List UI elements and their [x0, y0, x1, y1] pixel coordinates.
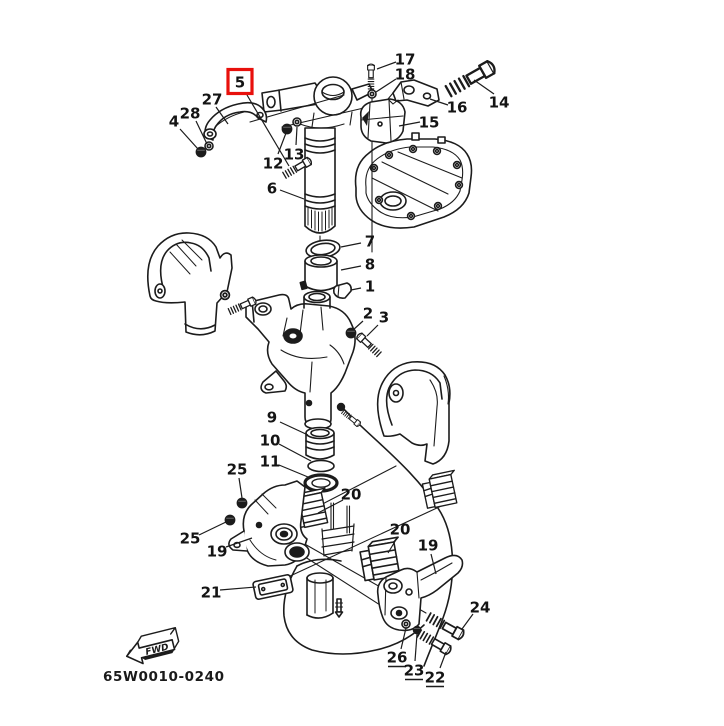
callout-15[interactable]: 15 — [419, 114, 440, 132]
grommet-small — [336, 402, 346, 412]
callout-27[interactable]: 27 — [202, 91, 223, 109]
leader-line-8 — [340, 265, 362, 271]
leader-line-14 — [473, 79, 495, 95]
leader-line-23 — [414, 633, 418, 662]
grommet-12 — [281, 123, 293, 135]
callout-7[interactable]: 7 — [365, 233, 375, 251]
callout-16[interactable]: 16 — [447, 99, 468, 117]
washer-18 — [367, 89, 377, 99]
leader-line-19 — [225, 537, 253, 548]
leader-line-5 — [246, 94, 290, 167]
callout-24[interactable]: 24 — [470, 599, 491, 617]
center-mount-ribs — [321, 523, 355, 557]
callout-10[interactable]: 10 — [260, 432, 281, 450]
callout-5[interactable]: 5 — [235, 74, 245, 92]
leader-line-15 — [398, 121, 421, 127]
drain-screw — [334, 598, 344, 618]
nut-25b — [224, 514, 236, 526]
leader-line-25 — [198, 521, 227, 536]
callout-21[interactable]: 21 — [201, 584, 222, 602]
callout-17[interactable]: 17 — [395, 51, 416, 69]
leader-line-2 — [352, 320, 364, 331]
callout-4[interactable]: 4 — [169, 113, 179, 131]
leader-line-24 — [461, 613, 474, 630]
steering-arm — [261, 76, 374, 129]
callout-19[interactable]: 19 — [207, 543, 228, 561]
fwd-arrow: FWD — [125, 627, 180, 665]
callout-11[interactable]: 11 — [260, 453, 281, 471]
leader-line-1 — [350, 287, 362, 291]
diagram-code: 65W0010-0240 — [103, 669, 225, 685]
leader-line-21 — [219, 586, 257, 591]
callout-13[interactable]: 13 — [284, 146, 305, 164]
highlight-box — [226, 67, 254, 96]
swivel-bracket — [245, 290, 356, 430]
washer-13 — [292, 117, 302, 127]
leader-line-27 — [215, 106, 229, 125]
clip-1 — [332, 282, 352, 299]
callout-14[interactable]: 14 — [489, 94, 510, 112]
cable-curve — [341, 406, 454, 667]
callout-25[interactable]: 25 — [180, 530, 201, 548]
o-ring-10 — [307, 459, 335, 473]
leader-line-25 — [238, 477, 243, 499]
leader-line-9 — [279, 421, 309, 436]
washer-small — [219, 289, 231, 301]
callout-20[interactable]: 20 — [341, 486, 362, 504]
callout-23[interactable]: 23 — [404, 662, 425, 680]
callout-6[interactable]: 6 — [267, 180, 277, 198]
leader-line-22 — [439, 651, 447, 669]
callout-28[interactable]: 28 — [180, 105, 201, 123]
lower-unit-outline — [282, 406, 454, 667]
callout-26[interactable]: 26 — [387, 649, 408, 667]
steering-shaft — [304, 127, 336, 234]
bushing-9 — [305, 426, 335, 460]
leader-line-17 — [376, 61, 397, 70]
callout-2[interactable]: 2 — [363, 305, 373, 323]
callout-3[interactable]: 3 — [379, 309, 389, 327]
leader-line-11 — [278, 464, 309, 478]
anchor-plate-16 — [387, 79, 440, 107]
callout-19[interactable]: 19 — [418, 537, 439, 555]
lower-mount-housing-port — [228, 480, 310, 567]
leader-line-28 — [195, 120, 208, 145]
leader-line-26 — [400, 627, 407, 650]
leader-line-20 — [317, 499, 344, 514]
callout-22[interactable]: 22 — [425, 669, 446, 687]
callout-1[interactable]: 1 — [365, 278, 375, 296]
nut-25a — [236, 497, 248, 509]
bushing-8 — [299, 254, 338, 292]
leader-line-18 — [375, 78, 397, 93]
lower-mount-housing-starboard — [376, 554, 464, 632]
leader-line-13 — [295, 126, 298, 146]
port-clamp-bracket — [147, 232, 233, 336]
leader-line-4 — [179, 128, 199, 150]
upper-mount-casting — [354, 132, 473, 229]
leader-line-3 — [366, 324, 379, 337]
leader-line-16 — [429, 98, 449, 106]
leader-line-20 — [387, 537, 398, 554]
mount-plate-21 — [252, 574, 294, 600]
leader-line-10 — [278, 443, 312, 462]
callout-12[interactable]: 12 — [263, 155, 284, 173]
callout-8[interactable]: 8 — [365, 256, 375, 274]
seal-11 — [303, 473, 339, 493]
upper-damper-15 — [359, 98, 406, 144]
callout-9[interactable]: 9 — [267, 409, 277, 427]
nut-2 — [345, 327, 357, 339]
callout-20[interactable]: 20 — [390, 521, 411, 539]
leader-line-7 — [340, 242, 362, 248]
callout-25[interactable]: 25 — [227, 461, 248, 479]
starboard-clamp-bracket — [376, 360, 451, 465]
leader-line-19 — [430, 553, 437, 575]
leader-line-6 — [279, 189, 305, 200]
callout-18[interactable]: 18 — [395, 66, 416, 84]
leader-line-12 — [277, 132, 287, 155]
